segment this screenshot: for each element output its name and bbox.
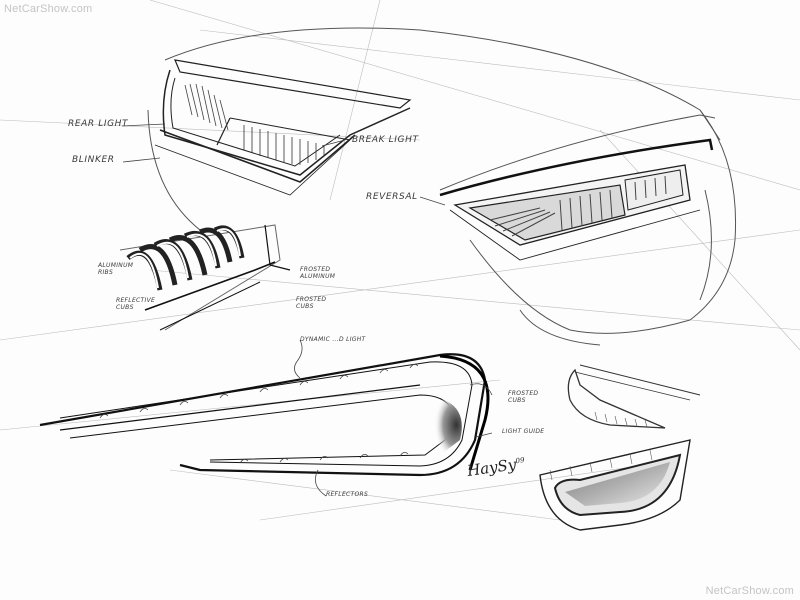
signature-year: 09 [515, 456, 526, 466]
label-reflective-cubs: Reflective cubs [116, 297, 156, 311]
taillight-variant-bottom [539, 439, 691, 531]
car-body-outline [147, 27, 737, 346]
label-reverse-light: Reversal [366, 192, 418, 202]
label-frosted-aluminum: Frosted aluminum [300, 266, 336, 280]
label-blinker: Blinker [72, 155, 115, 165]
label-frosted-cubs: Frosted cubs [508, 390, 539, 404]
taillight-variant-small [567, 364, 701, 429]
label-dynamic-light: Dynamic ...d light [300, 336, 366, 343]
label-break-light: Break light [352, 135, 419, 145]
construction-lines [0, 0, 800, 521]
label-reflectors: Reflectors [326, 491, 369, 498]
label-rear-light: Rear light [68, 119, 129, 129]
label-aluminum-ribs: Aluminum ribs [98, 262, 134, 276]
watermark-bottom: NetCarShow.com [705, 585, 794, 597]
annotation-leaders [121, 123, 493, 497]
dynamic-taillight-large [39, 353, 490, 477]
rear-light-right [439, 138, 714, 261]
label-light-guide: Light guide [502, 428, 545, 435]
watermark-top: NetCarShow.com [4, 3, 93, 15]
rear-light-left [154, 59, 412, 196]
aluminum-ribs-detail [119, 224, 291, 331]
label-frosted-cubs-top: Frosted cubs [296, 296, 327, 310]
